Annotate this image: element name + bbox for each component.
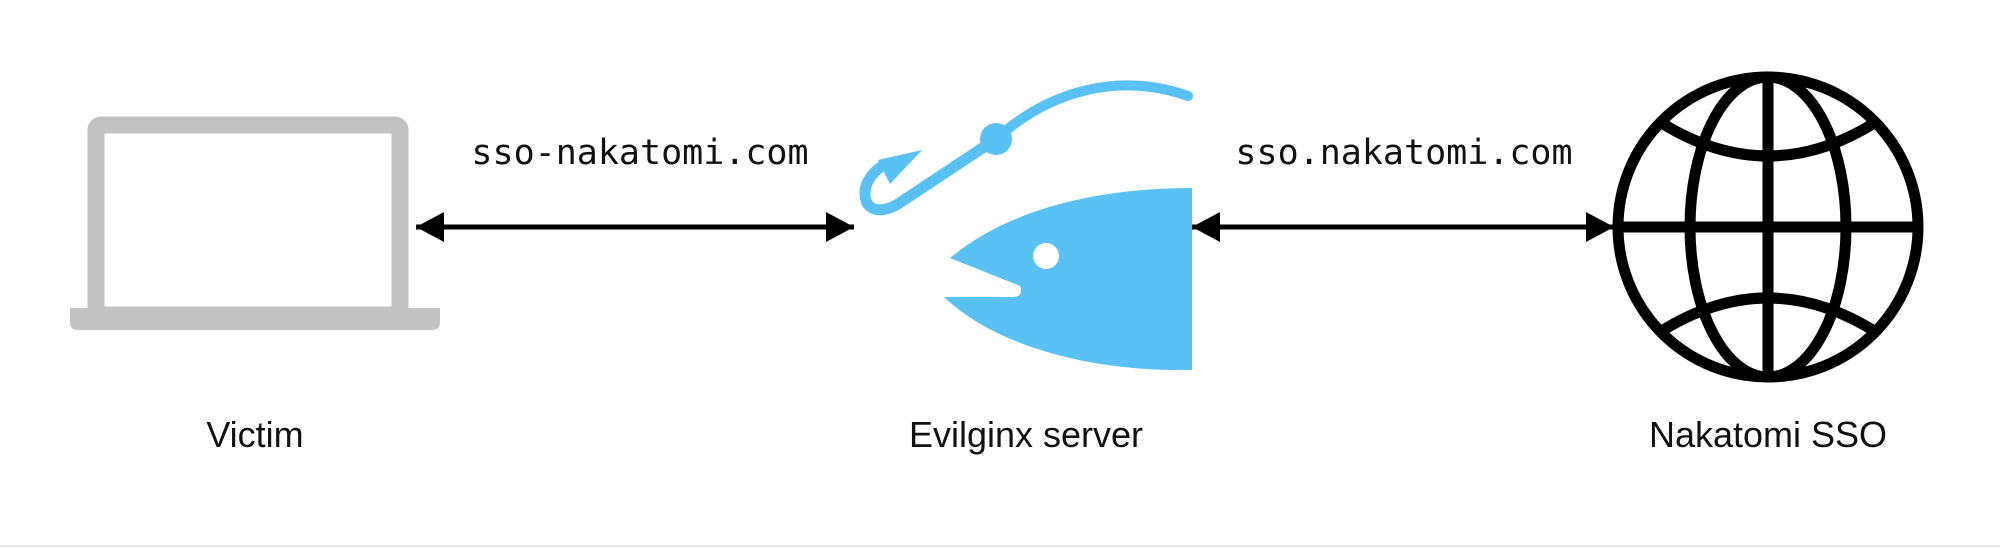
evilginx-sso-arrowhead-right <box>1586 212 1614 242</box>
evilginx-sso-arrowhead-left <box>1192 212 1220 242</box>
victim-label: Victim <box>206 414 303 455</box>
evilginx-server-label: Evilginx server <box>909 414 1143 455</box>
evilginx-sso-domain-label: sso.nakatomi.com <box>1235 133 1572 173</box>
victim-evilginx-arrowhead-right <box>826 212 854 242</box>
victim-evilginx-domain-label: sso-nakatomi.com <box>471 133 808 173</box>
globe-icon <box>1612 71 1924 383</box>
laptop-icon <box>70 116 440 330</box>
victim-evilginx-arrowhead-left <box>416 212 444 242</box>
nakatomi-sso-label: Nakatomi SSO <box>1649 414 1887 455</box>
phishing-fish-hook-icon <box>859 80 1193 371</box>
fish-eye-icon <box>1033 243 1059 269</box>
